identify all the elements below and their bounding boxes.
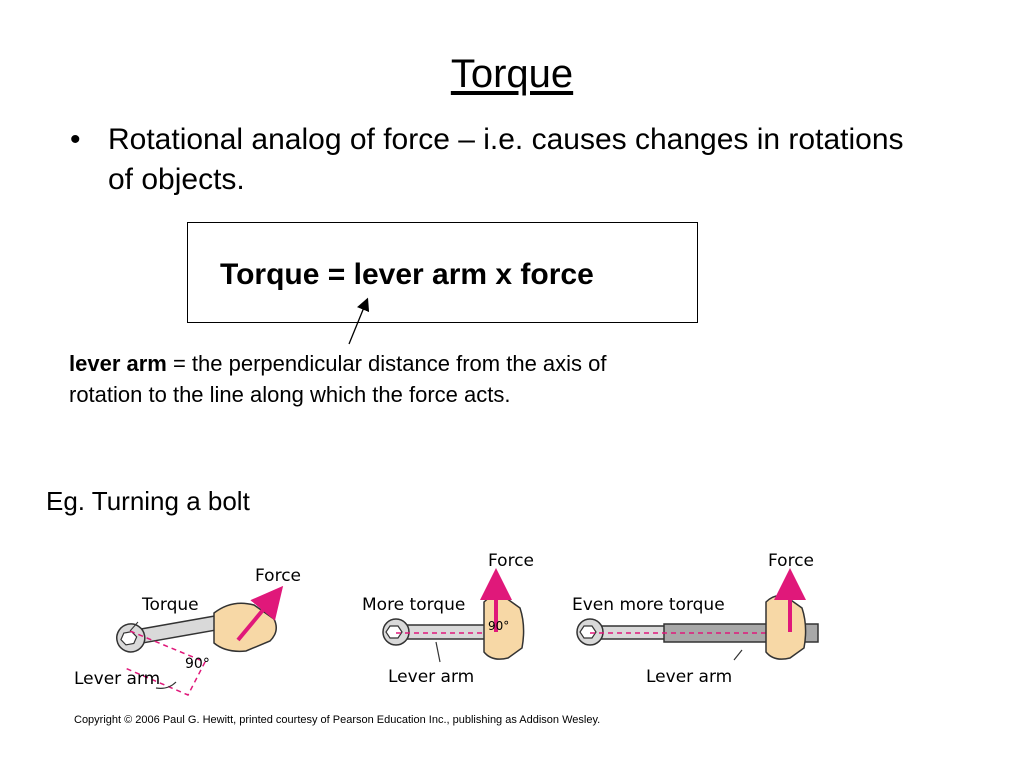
lever-arm-label: Lever arm (646, 667, 732, 687)
panel-even-more-torque: Force Even more torque Lever arm (572, 551, 819, 687)
lever-arm-line (124, 630, 207, 696)
panel-torque: Torque Force Lever arm 90° (74, 566, 301, 696)
panel-caption: Torque (141, 595, 199, 615)
example-label: Eg. Turning a bolt (46, 486, 250, 516)
wrench-icon (382, 618, 503, 646)
formula-box (187, 222, 698, 323)
formula-text: Torque = lever arm x force (220, 258, 594, 291)
definition-body: = the perpendicular distance from the ax… (69, 351, 607, 407)
hand-icon (213, 602, 277, 653)
panel-caption: Even more torque (572, 595, 725, 615)
slide-title: Torque (450, 52, 574, 96)
hand-icon (765, 595, 807, 660)
bullet-text: Rotational analog of force – i.e. causes… (108, 123, 904, 196)
lever-arm-label: Lever arm (74, 669, 160, 689)
panel-caption: More torque (362, 595, 465, 615)
definition-pointer-arrow (348, 297, 370, 345)
force-label: Force (255, 566, 301, 586)
bullet-marker: • (70, 123, 81, 156)
angle-label: 90° (185, 656, 210, 672)
lever-arm-label: Lever arm (388, 667, 474, 687)
force-arrow (236, 585, 284, 642)
lever-arm-definition: lever arm = the perpendicular distance f… (69, 348, 609, 410)
copyright-notice: Copyright © 2006 Paul G. Hewitt, printed… (74, 714, 601, 726)
wrench-icon (116, 612, 239, 653)
force-label: Force (768, 551, 814, 571)
angle-label: 90° (488, 619, 509, 633)
definition-term: lever arm (69, 351, 167, 376)
panel-more-torque: Force More torque Lever arm 90° (362, 551, 534, 687)
force-label: Force (488, 551, 534, 571)
